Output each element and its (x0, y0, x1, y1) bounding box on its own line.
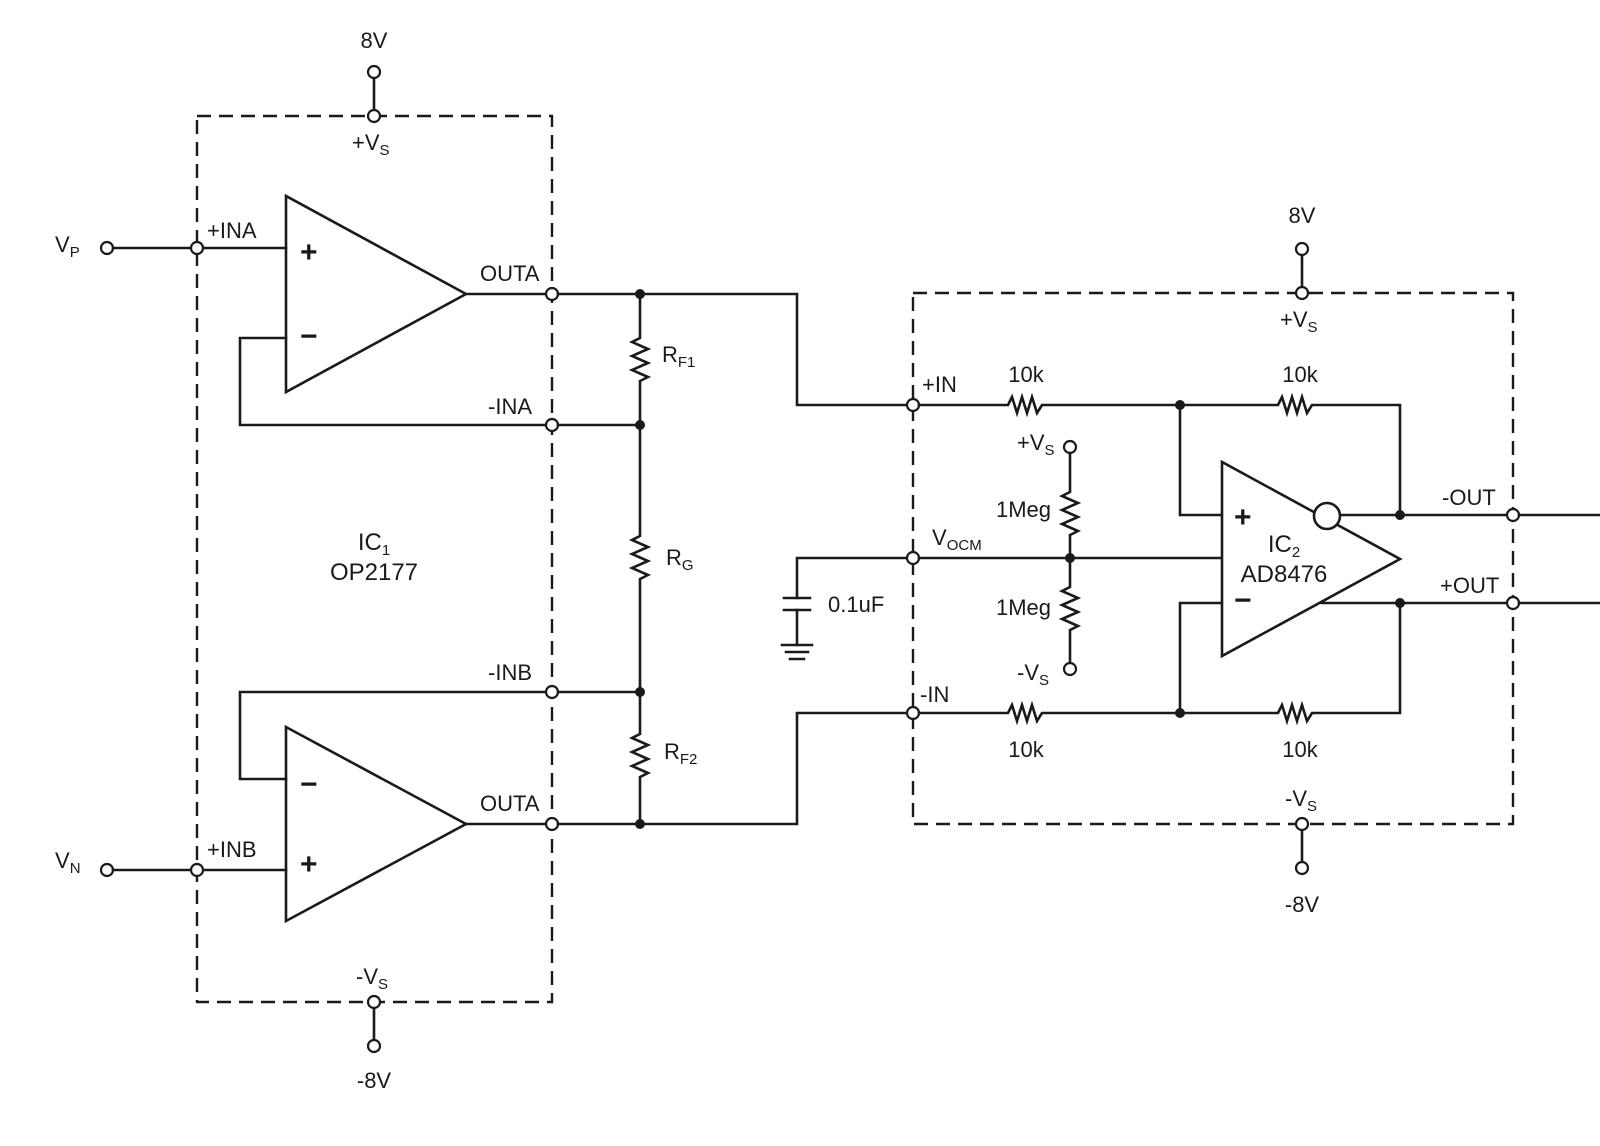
opamp-b-plus-sign: + (300, 848, 318, 881)
junction-dot (635, 819, 645, 829)
vn-terminal (99, 862, 115, 878)
ic2-vocm-label: VOCM (932, 525, 982, 554)
opamp-b-minus-sign: − (300, 768, 318, 801)
ic2-vocm-pin (905, 550, 921, 566)
resistor-divider-top: +VS 1Meg (996, 430, 1082, 560)
resistor-in-top: 10k (917, 362, 1182, 418)
divider-top-terminal (1062, 439, 1078, 455)
ic2-part-label: AD8476 (1241, 561, 1328, 588)
ic2-vs-neg-label: -VS (1285, 786, 1317, 815)
ic1-part-label: OP2177 (330, 559, 418, 586)
opamp-b-symbol (284, 724, 469, 924)
ic2-supply-pos-terminal (1294, 241, 1310, 257)
ic2-minus-in-pin (905, 705, 921, 721)
ic2-supply-neg-value: -8V (1285, 892, 1320, 917)
svg-text:1Meg: 1Meg (996, 595, 1051, 620)
resistor-divider-bot: 1Meg -VS (996, 556, 1082, 689)
resistor-fb-bot: 10k (1178, 601, 1402, 762)
divider-bot-label: -VS (1017, 660, 1049, 689)
inverting-output-bubble (1312, 501, 1342, 531)
ic2-supply-pos-value: 8V (1289, 203, 1316, 228)
ic1-supply-positive: 8V +VS (352, 28, 390, 159)
svg-text:10k: 10k (1008, 737, 1044, 762)
ic1-plus-inb-label: +INB (207, 837, 257, 862)
ic1-minus-inb-pin (544, 684, 560, 700)
ic1-outa-label: OUTA (480, 261, 540, 286)
junction-dot (635, 687, 645, 697)
resistor-fb-top: 10k (1178, 362, 1402, 517)
ic1-outb-label: OUTA (480, 791, 540, 816)
ic2-package-outline (911, 291, 1515, 826)
ic2-minus-in-label: -IN (920, 682, 949, 707)
ic2-vs-pos-pin (1294, 285, 1310, 301)
divider-bot-terminal (1062, 661, 1078, 677)
ic2-minus-out-pin (1505, 507, 1521, 523)
vp-label: VP (55, 232, 80, 261)
opamp-ic2-plus-sign: + (1234, 501, 1252, 534)
ic1-supply-neg-value: -8V (357, 1068, 392, 1093)
svg-text:10k: 10k (1008, 362, 1044, 387)
opamp-ic2-symbol (1220, 459, 1403, 659)
resistor-rf2: RF2 (628, 690, 697, 826)
ic2-supply-negative: -VS -8V (1285, 786, 1320, 917)
ic1-vs-neg-pin (366, 994, 382, 1010)
junction-dot (1395, 598, 1405, 608)
ic2-supply-positive: 8V +VS (1280, 203, 1318, 336)
opamp-ic2-minus-sign: − (1234, 584, 1252, 617)
vn-label: VN (55, 848, 81, 877)
svg-text:10k: 10k (1282, 362, 1318, 387)
ic2-plus-out-pin (1505, 595, 1521, 611)
svg-text:RF2: RF2 (664, 739, 697, 768)
ic1-supply-pos-terminal (366, 64, 382, 80)
opamp-a-minus-sign: − (300, 320, 318, 353)
ic1-outb-pin (544, 816, 560, 832)
ic1-vs-pos-label: +VS (352, 130, 390, 159)
svg-text:RF1: RF1 (662, 342, 695, 371)
ic1-vs-neg-label: -VS (356, 964, 388, 993)
ic1-outa-pin (544, 286, 560, 302)
resistor-rf1: RF1 (628, 292, 695, 427)
svg-text:10k: 10k (1282, 737, 1318, 762)
ic2-vs-neg-pin (1294, 816, 1310, 832)
ic1-supply-negative: -VS -8V (356, 964, 391, 1093)
resistor-in-bot: 10k (917, 700, 1182, 762)
svg-text:RG: RG (666, 545, 694, 574)
junction-dot (1395, 510, 1405, 520)
vp-terminal (99, 240, 115, 256)
divider-top-label: +VS (1017, 430, 1055, 459)
ground-icon (780, 643, 814, 661)
ic1-vs-pos-pin (366, 108, 382, 124)
opamp-a-plus-sign: + (300, 236, 318, 269)
svg-text:1Meg: 1Meg (996, 497, 1051, 522)
ic1-plus-ina-pin (189, 240, 205, 256)
capacitor-value: 0.1uF (828, 592, 884, 617)
junction-dot (635, 289, 645, 299)
junction-dot (1065, 553, 1075, 563)
ic1-supply-pos-value: 8V (361, 28, 388, 53)
ic1-ref-label: IC1 (358, 529, 390, 559)
ic2-minus-out-label: -OUT (1442, 485, 1496, 510)
ic2-vs-pos-label: +VS (1280, 307, 1318, 336)
junction-dot (635, 420, 645, 430)
ic1-plus-ina-label: +INA (207, 218, 257, 243)
ic1-minus-ina-pin (544, 417, 560, 433)
ic1-minus-inb-label: -INB (488, 660, 532, 685)
ic2-plus-out-label: +OUT (1440, 573, 1499, 598)
ic2-ref-label: IC2 (1268, 531, 1300, 561)
capacitor-vocm: 0.1uF (782, 556, 909, 647)
ic2-plus-in-label: +IN (922, 372, 957, 397)
ic1-plus-inb-pin (189, 862, 205, 878)
ic1-minus-ina-label: -INA (488, 394, 532, 419)
ic1-supply-neg-terminal (366, 1038, 382, 1054)
resistor-rg: RG (628, 423, 694, 694)
opamp-a-symbol (284, 193, 469, 395)
ic2-plus-in-pin (905, 397, 921, 413)
ic2-supply-neg-terminal (1294, 860, 1310, 876)
